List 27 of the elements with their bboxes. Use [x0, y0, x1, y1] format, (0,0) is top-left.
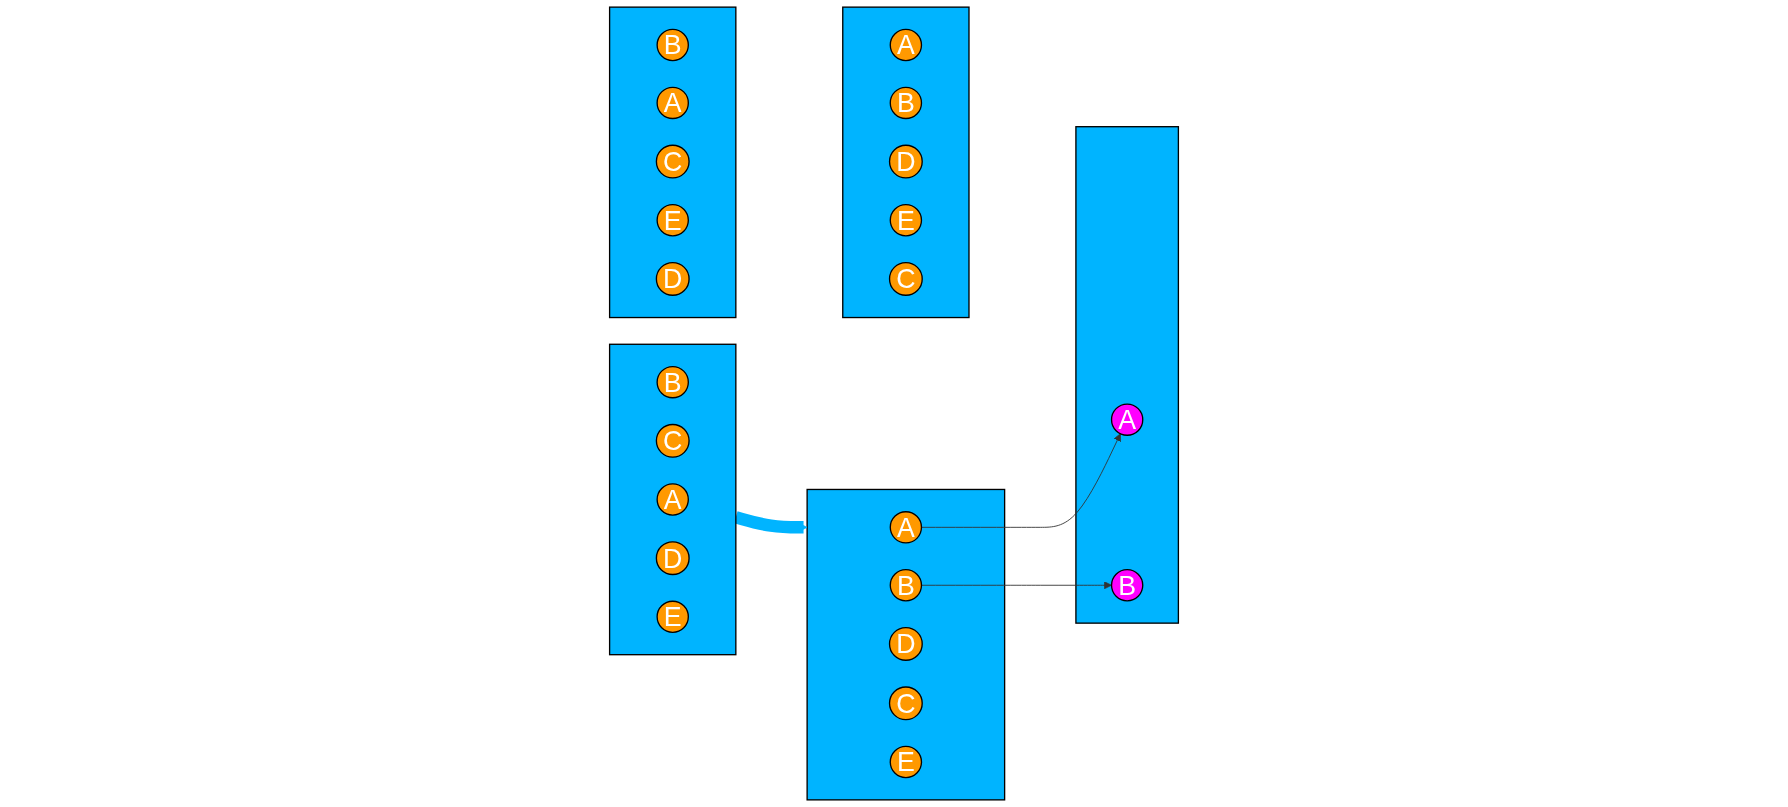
cluster: [1075, 126, 1180, 624]
node-circle: B: [889, 569, 923, 602]
node-circle: C: [888, 261, 923, 296]
node-circle: B: [656, 28, 689, 62]
node-circle: E: [656, 204, 689, 237]
node-circle: D: [655, 541, 690, 576]
node-circle: A: [1110, 403, 1144, 436]
node-circle: C: [655, 144, 690, 179]
cluster: [806, 488, 1006, 801]
node-circle: D: [888, 144, 923, 179]
node-circle: B: [1110, 569, 1144, 602]
cluster: [608, 343, 737, 656]
node-circle: D: [888, 626, 923, 661]
cluster: [842, 6, 970, 319]
node-circle: E: [889, 745, 923, 779]
node-circle: E: [889, 204, 923, 237]
node-circle: E: [656, 600, 689, 634]
node-circle: C: [655, 423, 690, 458]
node-circle: A: [889, 28, 923, 62]
node-circle: D: [655, 261, 690, 296]
node-circle: A: [656, 483, 689, 516]
node-circle: A: [656, 86, 689, 120]
node-circle: C: [888, 686, 923, 721]
node-circle: A: [889, 511, 923, 544]
node-circle: B: [889, 86, 923, 120]
node-circle: B: [656, 365, 689, 399]
cluster: [608, 6, 737, 319]
